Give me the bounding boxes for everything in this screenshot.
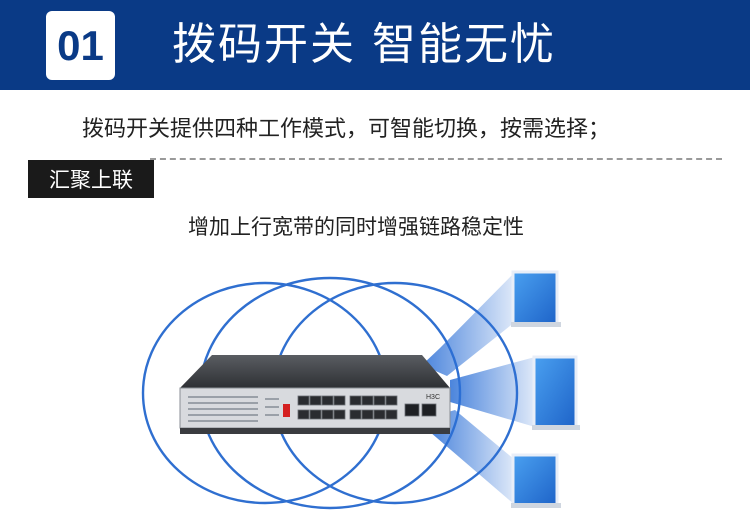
laptop-bottom [511,453,561,508]
section-number-badge: 01 [46,11,115,80]
mode-label-tag: 汇聚上联 [28,160,154,198]
beam-middle [450,357,535,427]
signal-beams [422,272,535,505]
sfp-ports [404,403,437,417]
network-switch: H3C [179,355,451,434]
section-title: 拨码开关 智能无忧 [172,19,556,70]
intro-text: 拨码开关提供四种工作模式，可智能切换，按需选择； [82,117,611,142]
dip-switch [283,404,290,417]
network-illustration: H3C [141,270,580,510]
laptop-screen-middle [532,355,578,429]
header-banner: 01 拨码开关 智能无忧 [0,0,750,90]
laptop-screen-top [511,270,559,326]
brand-logo: H3C [426,394,440,401]
mode-label: 汇聚上联 [49,168,133,192]
switch-top-panel [180,355,450,388]
dashed-divider [150,158,722,160]
section-number: 01 [57,21,104,69]
beam-top [422,272,515,376]
mode-description: 增加上行宽带的同时增强链路稳定性 [188,215,524,239]
laptop-top [511,270,561,327]
laptop-screen-bottom [511,453,559,507]
ethernet-ports [297,395,398,420]
beam-bottom [430,410,515,505]
laptop-middle [532,355,580,430]
